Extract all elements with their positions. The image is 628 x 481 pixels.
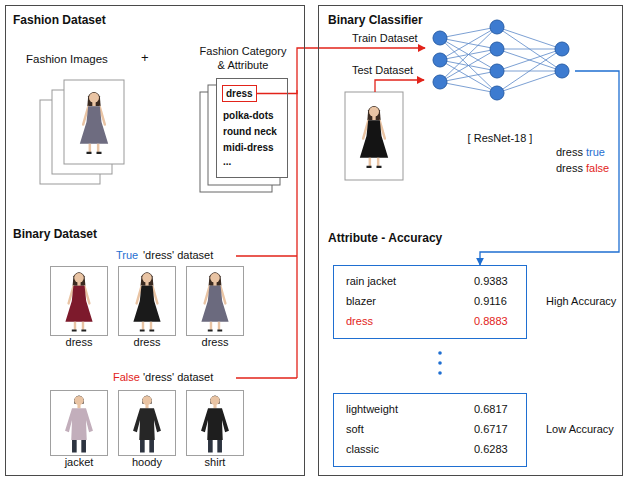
group-label: High Accuracy xyxy=(546,295,616,308)
network-links xyxy=(440,27,562,93)
image-frame: shirt xyxy=(186,390,244,456)
accuracy-entry: 0.9383 xyxy=(474,275,508,288)
group-label: Low Accuracy xyxy=(546,423,614,436)
image-caption: dress xyxy=(107,336,187,349)
neuron xyxy=(555,42,569,56)
dataset-label: 'dress' dataset xyxy=(143,249,213,262)
neuron xyxy=(433,75,447,89)
attribute-text: round neck xyxy=(223,125,277,138)
image-caption: dress xyxy=(39,336,119,349)
attribute-card: polka-dots round neck midi-dress... dress xyxy=(216,78,288,178)
dataset-label: 'dress' dataset xyxy=(143,371,213,384)
image-caption: shirt xyxy=(175,456,255,469)
accuracy-entry: 0.6283 xyxy=(474,443,508,456)
attribute-text: ... xyxy=(223,155,231,168)
neuron xyxy=(490,64,504,78)
attribute-card-stack xyxy=(200,78,288,192)
photo xyxy=(201,272,228,330)
accuracy-box: lightweight 0.6817 soft 0.6717 classic 0.6283 xyxy=(333,393,527,467)
panel-heading: Binary Dataset xyxy=(13,227,97,241)
panel-heading: Attribute - Accuracy xyxy=(328,231,442,245)
output-label: true xyxy=(586,146,605,159)
photo xyxy=(133,395,161,452)
neuron xyxy=(433,53,447,67)
category-tag: dress xyxy=(222,85,257,102)
input-label: Train Dataset xyxy=(352,32,418,45)
accuracy-entry: 0.9116 xyxy=(474,295,507,308)
photo xyxy=(360,106,388,167)
dataset-label: True xyxy=(116,249,138,262)
panel: Fashion DatasetBinary Dataset polka-dots r… xyxy=(5,5,305,476)
accuracy-entry: blazer xyxy=(346,295,376,308)
accuracy-entry: 0.8883 xyxy=(474,315,508,328)
network-block: [ ResNet-18 ] xyxy=(425,18,575,150)
photo xyxy=(201,395,229,452)
neuron xyxy=(490,42,504,56)
image-caption: dress xyxy=(175,336,255,349)
accuracy-entry: 0.6717 xyxy=(474,423,508,436)
output-label: false xyxy=(586,162,609,175)
photo xyxy=(65,272,92,330)
dot xyxy=(438,361,442,365)
image-frame: jacket xyxy=(50,390,108,456)
ellipsis-dots xyxy=(438,351,442,375)
photo xyxy=(80,92,108,153)
image-caption: hoody xyxy=(107,456,187,469)
neuron xyxy=(490,86,504,100)
neuron xyxy=(433,31,447,45)
output-label: dress xyxy=(556,162,583,175)
accuracy-entry: rain jacket xyxy=(346,275,396,288)
output-label: dress xyxy=(556,146,583,159)
section-label: Fashion Category & Attribute xyxy=(196,44,290,72)
photo xyxy=(65,395,93,452)
neural-network xyxy=(433,20,569,100)
panel-heading: Binary Classifier xyxy=(328,13,423,27)
image-caption: jacket xyxy=(39,456,119,469)
photo xyxy=(133,272,160,330)
input-label: Test Dataset xyxy=(352,64,413,77)
flow-arrow xyxy=(480,71,619,265)
test-arrow xyxy=(375,80,424,92)
image-frame: hoody xyxy=(118,390,176,456)
image-frame: dress xyxy=(186,266,244,336)
image-frame: dress xyxy=(50,266,108,336)
image-frame: dress xyxy=(118,266,176,336)
accuracy-entry: lightweight xyxy=(346,403,398,416)
accuracy-entry: dress xyxy=(346,315,373,328)
neuron xyxy=(555,64,569,78)
binary-photos xyxy=(65,272,229,452)
section-label: Fashion Images xyxy=(26,52,108,66)
attribute-text: polka-dots xyxy=(223,109,274,122)
category-text: dress xyxy=(226,87,253,100)
dot xyxy=(438,351,442,355)
attribute-text: midi-dress xyxy=(223,141,274,154)
plus-sign: + xyxy=(141,50,149,66)
neuron xyxy=(490,20,504,34)
fashion-image-stack xyxy=(40,80,124,184)
panel-heading: Fashion Dataset xyxy=(13,13,106,27)
model-name: [ ResNet-18 ] xyxy=(425,132,575,145)
accuracy-entry: classic xyxy=(346,443,379,456)
accuracy-box: rain jacket 0.9383 blazer 0.9116 dress 0.8883 xyxy=(333,265,527,339)
accuracy-entry: soft xyxy=(346,423,364,436)
photo-frame xyxy=(64,80,124,164)
dataset-label: False xyxy=(113,371,140,384)
dot xyxy=(438,371,442,375)
photo-frame xyxy=(345,92,403,180)
test-image xyxy=(345,92,403,180)
accuracy-entry: 0.6817 xyxy=(474,403,508,416)
